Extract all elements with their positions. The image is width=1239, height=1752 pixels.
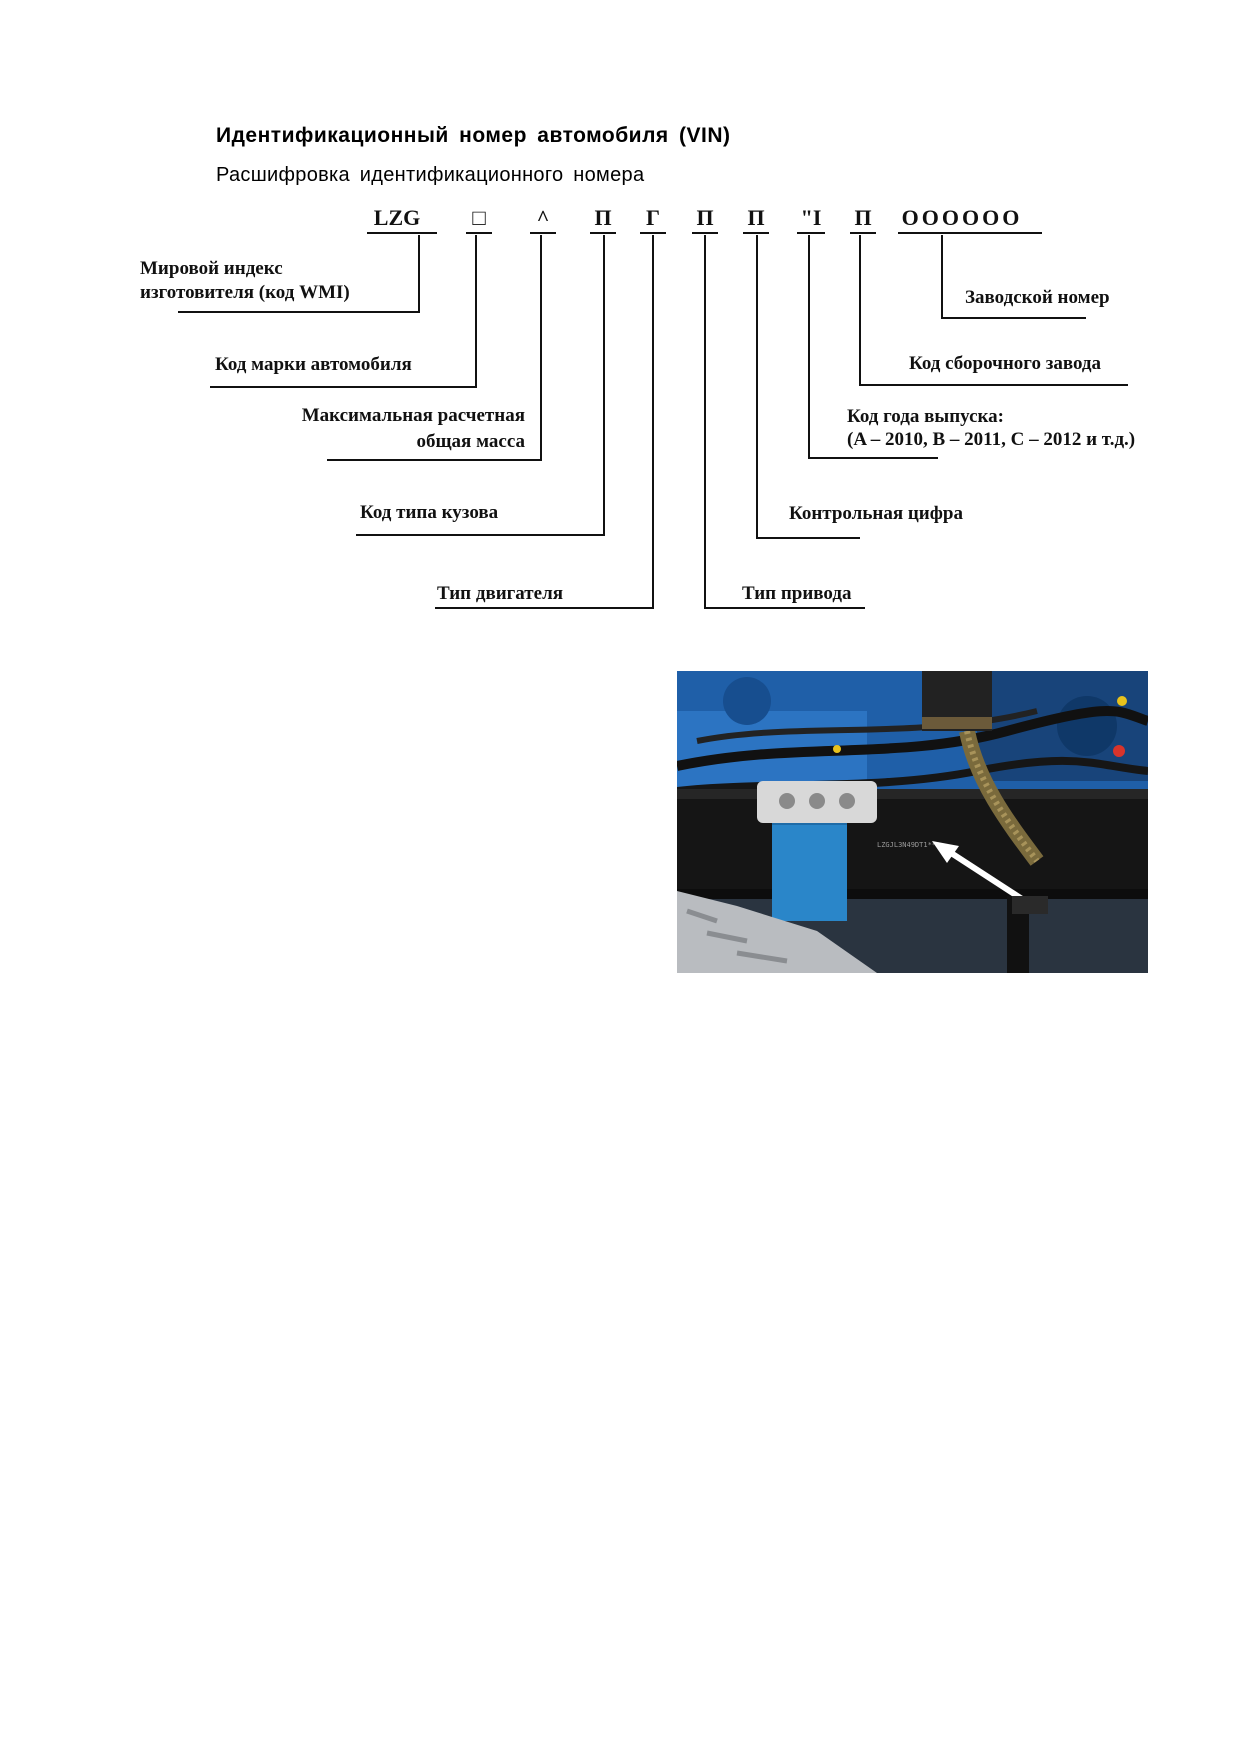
label-body: Код типа кузова	[360, 502, 499, 523]
label-year-line2: (A – 2010, B – 2011, C – 2012 и т.д.)	[847, 429, 1135, 450]
label-check: Контрольная цифра	[789, 503, 963, 524]
label-mass-line2: общая масса	[417, 431, 526, 452]
leader-brand	[210, 235, 477, 388]
leader-mass	[327, 235, 542, 461]
page-subtitle: Расшифровка идентификационного номера	[216, 164, 645, 186]
page-title: Идентификационный номер автомобиля (VIN)	[216, 124, 731, 147]
stamped-vin: LZGJL3N49DT1***	[877, 841, 940, 849]
vin-char-drive: П	[696, 205, 713, 230]
label-brand: Код марки автомобиля	[215, 354, 412, 375]
chassis-photo: LZGJL3N49DT1***	[677, 671, 1148, 973]
arrow-icon	[932, 841, 959, 863]
label-wmi-line2: изготовителя (код WMI)	[140, 282, 350, 303]
vin-char-year: "I	[801, 205, 822, 230]
leader-check	[756, 235, 860, 539]
vin-char-brand: □	[472, 205, 485, 230]
leader-drive	[704, 235, 865, 609]
vin-char-mass: ^	[537, 205, 550, 230]
label-plant: Код сборочного завода	[909, 353, 1102, 374]
label-wmi-line1: Мировой индекс	[140, 258, 283, 279]
vin-char-check: П	[747, 205, 764, 230]
vin-char-plant: П	[854, 205, 871, 230]
leader-body	[356, 235, 605, 536]
vin-char-engine: Г	[646, 205, 660, 230]
leader-wmi	[178, 235, 420, 313]
vin-serial: OOOOOO	[902, 205, 1023, 230]
label-serial: Заводской номер	[965, 287, 1110, 308]
leader-plant	[859, 235, 1128, 386]
label-drive: Тип привода	[742, 583, 852, 604]
leader-serial	[941, 235, 1086, 319]
vin-char-body: П	[594, 205, 611, 230]
label-year-line1: Код года выпуска:	[847, 406, 1004, 427]
leader-year	[808, 235, 938, 459]
vin-diagram: LZG □ ^ П Г П П "I П OOOOOO Мировой инде…	[140, 205, 1135, 609]
leader-engine	[435, 235, 654, 609]
label-mass-line1: Максимальная расчетная	[302, 405, 525, 426]
label-engine: Тип двигателя	[437, 583, 563, 604]
vin-wmi: LZG	[374, 205, 420, 230]
